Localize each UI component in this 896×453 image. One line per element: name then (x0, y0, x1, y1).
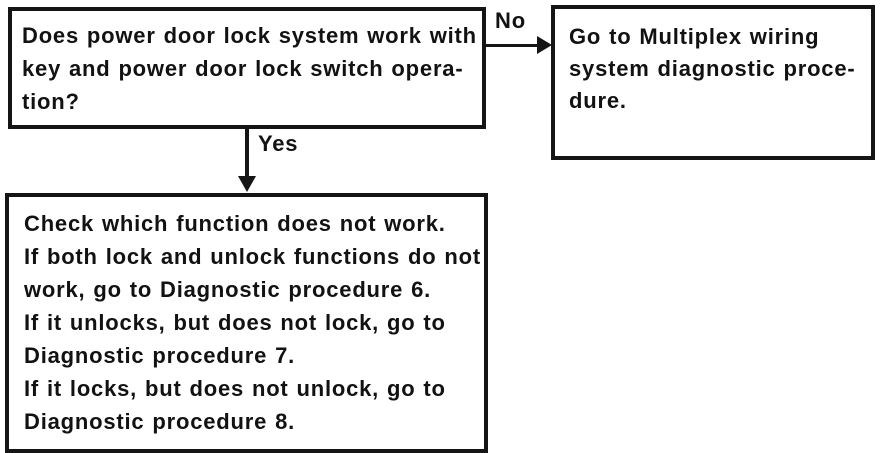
yes-arrow-head-icon (238, 176, 256, 192)
check-function-box: Check which function does not work.If bo… (5, 193, 488, 453)
no-arrow-head-icon (537, 36, 552, 54)
yes-arrow-line (245, 129, 249, 177)
no-arrow-line (486, 44, 539, 47)
yes-branch-label: Yes (258, 131, 299, 156)
no-branch-label: No (495, 8, 526, 33)
